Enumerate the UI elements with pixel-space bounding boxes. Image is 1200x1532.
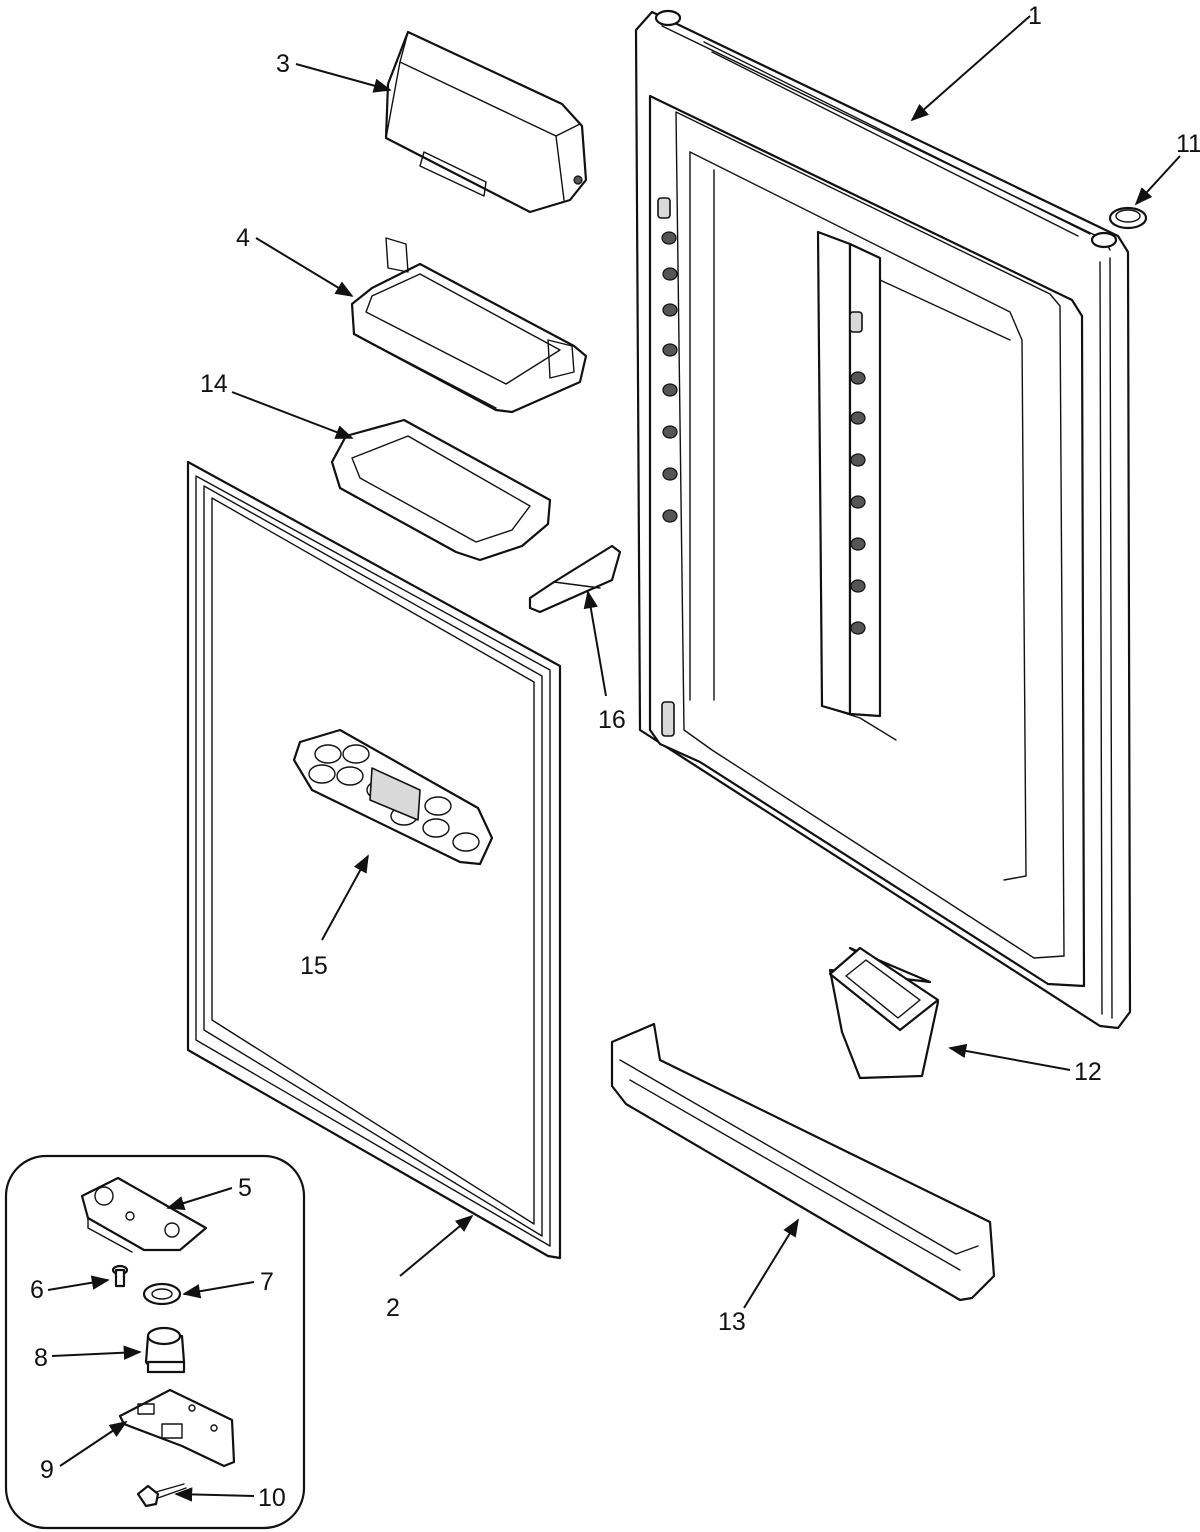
egg-tray-part xyxy=(292,728,494,866)
dairy-bin-part xyxy=(350,237,588,414)
hinge-screw-part xyxy=(111,1264,129,1288)
callout-1: 1 xyxy=(1028,2,1042,30)
door-frame-part xyxy=(634,9,1132,1030)
dairy-door-part xyxy=(384,30,588,214)
callout-16: 16 xyxy=(598,706,626,734)
shelf-peg-holes-left xyxy=(657,197,678,737)
leader-lines xyxy=(47,15,1181,1502)
hinge-washer-part xyxy=(142,1282,182,1306)
callout-10: 10 xyxy=(258,1484,286,1512)
hinge-kit-inset xyxy=(4,1154,306,1530)
callout-labels: 1 2 3 4 5 6 7 8 9 10 11 12 13 14 15 16 xyxy=(30,2,1200,1512)
small-door-bin-part xyxy=(828,946,940,1080)
callout-6: 6 xyxy=(30,1276,44,1304)
callout-5: 5 xyxy=(238,1174,252,1202)
callout-15: 15 xyxy=(300,952,328,980)
callout-8: 8 xyxy=(34,1344,48,1372)
callout-13: 13 xyxy=(718,1308,746,1336)
callout-9: 9 xyxy=(40,1456,54,1484)
shelf-rail-part xyxy=(330,418,552,562)
callout-11: 11 xyxy=(1176,130,1200,158)
callout-12: 12 xyxy=(1074,1058,1102,1086)
hinge-plate-top-part xyxy=(80,1176,208,1253)
shelf-end-cap-part xyxy=(528,544,622,614)
callout-14: 14 xyxy=(200,370,228,398)
door-shelf-bar-part xyxy=(610,1022,996,1302)
door-gasket-part xyxy=(186,460,562,1260)
plug-button-part xyxy=(1108,206,1148,230)
callout-4: 4 xyxy=(236,224,250,252)
hinge-bracket-part xyxy=(118,1388,236,1468)
callout-2: 2 xyxy=(386,1294,400,1322)
callout-3: 3 xyxy=(276,50,290,78)
hinge-bolt-part xyxy=(136,1483,187,1508)
shelf-peg-holes-right xyxy=(849,311,866,635)
hinge-pin-part xyxy=(144,1326,186,1374)
callout-7: 7 xyxy=(260,1268,274,1296)
